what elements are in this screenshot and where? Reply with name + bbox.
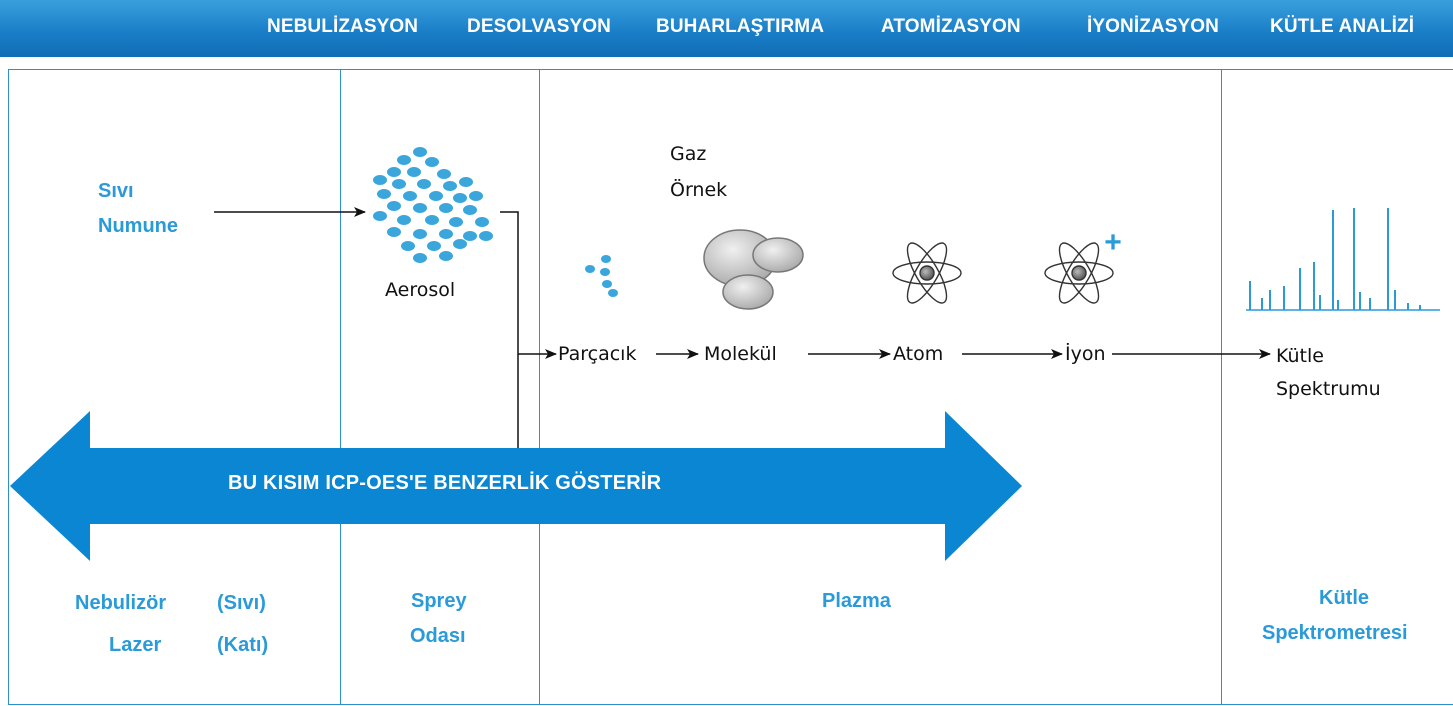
sample-label-line2: Numune	[98, 215, 178, 237]
aerosol-droplet	[459, 177, 473, 187]
aerosol-droplet	[403, 191, 417, 201]
mass-spectrometer-line1: Kütle	[1319, 587, 1369, 609]
spectrum-label-line1: Kütle	[1276, 345, 1324, 367]
aerosol-droplet	[469, 191, 483, 201]
plasma-label: Plazma	[822, 590, 891, 612]
aerosol-droplet	[387, 201, 401, 211]
aerosol-droplet	[475, 217, 489, 227]
aerosol-droplet	[417, 179, 431, 189]
aerosol-droplet	[463, 231, 477, 241]
stage-desolvation: DESOLVASYON	[467, 16, 611, 37]
nebulizer-label: Nebulizör	[75, 592, 167, 614]
aerosol-droplet	[425, 215, 439, 225]
aerosol-droplet	[413, 229, 427, 239]
aerosol-droplet	[373, 175, 387, 185]
molecule-label: Molekül	[704, 343, 777, 365]
diagram-frame	[8, 69, 1453, 705]
spray-chamber-line2: Odası	[410, 625, 466, 647]
spectrum-label-line2: Spektrumu	[1276, 378, 1381, 400]
gas-sample-line2: Örnek	[670, 179, 728, 201]
molecule-icon	[703, 229, 804, 310]
aerosol-droplet	[407, 167, 421, 177]
connector-aerosol-to-chain	[500, 211, 557, 450]
mass-spectrum-icon	[1246, 208, 1440, 311]
aerosol-droplet	[463, 205, 477, 215]
solid-label: (Katı)	[217, 634, 269, 656]
stage-atomization: ATOMİZASYON	[881, 16, 1021, 37]
aerosol-droplet	[401, 241, 415, 251]
stage-ionization: İYONİZASYON	[1087, 16, 1220, 37]
aerosol-droplet	[439, 229, 453, 239]
aerosol-droplet	[429, 191, 443, 201]
particle-dots-icon	[585, 255, 618, 297]
aerosol-droplet	[413, 253, 427, 263]
aerosol-droplet	[397, 215, 411, 225]
ion-charge-plus-icon: +	[1104, 226, 1122, 259]
stage-vaporization: BUHARLAŞTIRMA	[656, 16, 825, 37]
ion-icon	[1044, 242, 1114, 304]
aerosol-droplet	[453, 239, 467, 249]
gas-sample-line1: Gaz	[670, 143, 707, 165]
laser-label: Lazer	[109, 634, 162, 656]
aerosol-droplet	[373, 211, 387, 221]
stage-nebulization: NEBULİZASYON	[267, 16, 419, 37]
aerosol-droplet	[443, 181, 457, 191]
atom-icon	[892, 242, 962, 304]
sample-label-line1: Sıvı	[98, 180, 134, 202]
aerosol-droplet	[413, 147, 427, 157]
aerosol-droplet	[387, 227, 401, 237]
aerosol-droplet	[413, 203, 427, 213]
divider-plasma-ms	[1221, 69, 1222, 705]
divider-nebulizer-spray	[340, 69, 341, 705]
liquid-label: (Sıvı)	[217, 592, 266, 614]
aerosol-droplet	[453, 193, 467, 203]
aerosol-droplet	[427, 241, 441, 251]
atom-label: Atom	[893, 343, 944, 365]
stage-mass-analysis: KÜTLE ANALİZİ	[1270, 16, 1415, 37]
aerosol-droplet	[425, 157, 439, 167]
ion-label: İyon	[1065, 343, 1106, 365]
icp-oes-similarity-arrow	[10, 411, 1022, 561]
aerosol-droplet	[397, 155, 411, 165]
aerosol-droplets-icon	[373, 147, 493, 263]
spray-chamber-line1: Sprey	[411, 590, 467, 612]
aerosol-droplet	[439, 203, 453, 213]
aerosol-droplet	[479, 231, 493, 241]
header-bar: NEBULİZASYON DESOLVASYON BUHARLAŞTIRMA A…	[0, 0, 1453, 57]
mass-spectrometer-line2: Spektrometresi	[1262, 622, 1408, 644]
particle-label: Parçacık	[558, 343, 637, 365]
aerosol-droplet	[449, 217, 463, 227]
aerosol-droplet	[387, 167, 401, 177]
aerosol-droplet	[392, 179, 406, 189]
aerosol-droplet	[377, 189, 391, 199]
divider-spray-plasma	[539, 69, 540, 705]
aerosol-droplet	[439, 251, 453, 261]
banner-label: BU KISIM ICP-OES'E BENZERLİK GÖSTERİR	[228, 472, 662, 494]
aerosol-label: Aerosol	[385, 279, 456, 301]
aerosol-droplet	[437, 169, 451, 179]
